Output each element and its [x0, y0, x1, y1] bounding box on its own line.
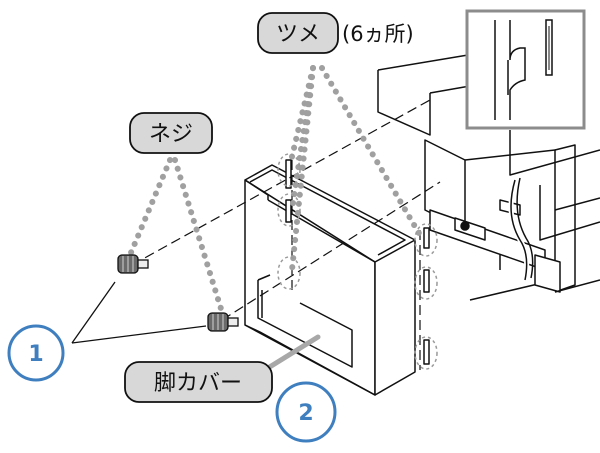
step-one-pointers — [71, 281, 207, 344]
tsume-count-text: (6ヵ所) — [342, 22, 414, 46]
svg-text:ネジ: ネジ — [149, 122, 193, 147]
appliance-body — [377, 54, 600, 301]
svg-text:1: 1 — [28, 342, 43, 367]
svg-text:ツメ: ツメ — [276, 22, 320, 47]
alignment-lines — [131, 99, 441, 370]
screw-icon — [207, 312, 239, 332]
tsume-label: ツメ — [257, 12, 339, 54]
leg-cover-label: 脚カバー — [124, 361, 273, 403]
tab-detail-inset — [465, 9, 586, 130]
leg-cover-leader — [265, 334, 321, 371]
step-2-badge: 2 — [275, 381, 337, 443]
leg-cover-panel — [244, 159, 430, 396]
dotted-leaders — [127, 65, 423, 315]
screw-icon — [117, 254, 149, 274]
svg-text:2: 2 — [298, 401, 313, 426]
step-1-badge: 1 — [7, 324, 65, 382]
screw-label: ネジ — [129, 112, 213, 154]
svg-text:脚カバー: 脚カバー — [154, 371, 242, 396]
tab-highlight-circles — [277, 153, 438, 370]
